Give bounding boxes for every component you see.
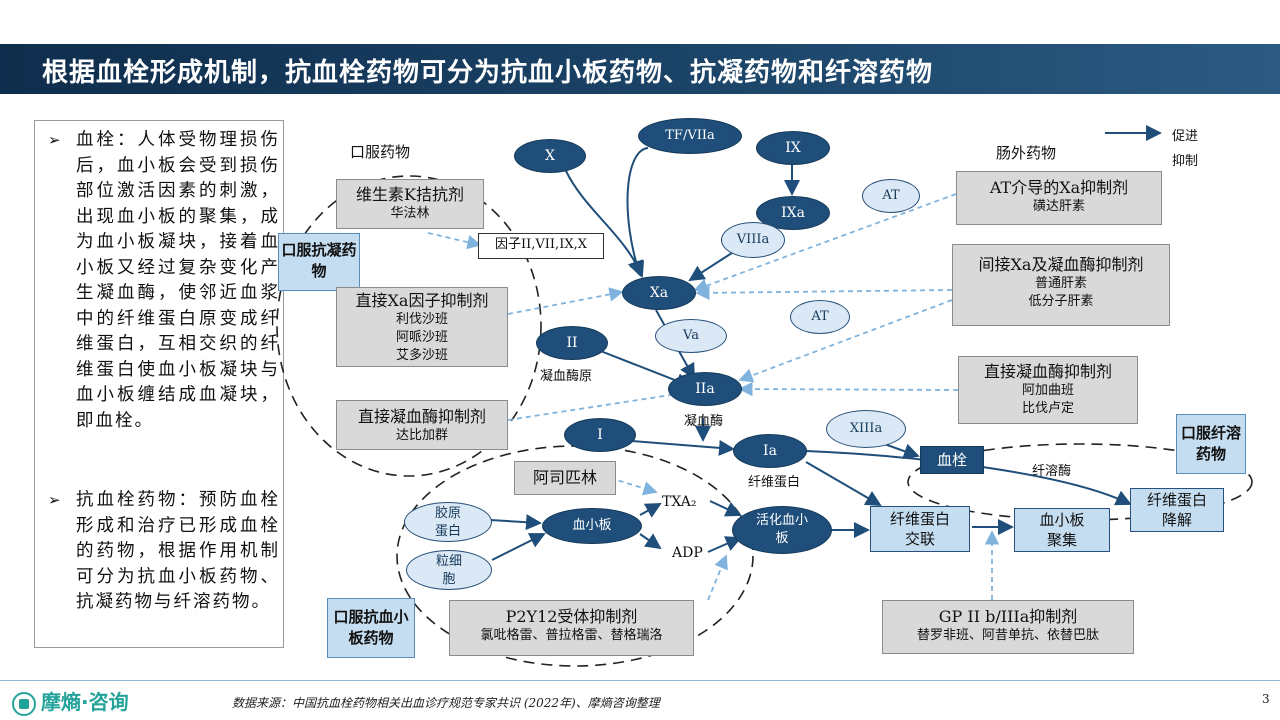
oral-antiplatelet-box: 口服抗血小板药物 [327, 598, 415, 658]
label-txa2: TXA₂ [662, 494, 697, 510]
node-collagen: 胶原蛋白 [404, 502, 492, 542]
indirect-inhibitor-box: 间接Xa及凝血酶抑制剂 普通肝素 低分子肝素 [952, 244, 1170, 326]
parenteral-drugs-label: 肠外药物 [996, 144, 1057, 162]
bullet-antithrombotic: ➢ 抗血栓药物：预防血栓形成和治疗已形成血栓的药物，根据作用机制可分为抗血小板药… [48, 490, 280, 612]
node-xiiia: XIIIa [826, 410, 906, 448]
node-iia: IIa [668, 372, 742, 406]
label-prothrombin: 凝血酶原 [540, 369, 593, 384]
node-ii: II [536, 326, 608, 360]
company-logo: 摩熵·咨询 [12, 686, 129, 716]
node-at-2: AT [790, 300, 850, 334]
node-x: X [514, 139, 586, 173]
direct-xa-box: 直接Xa因子抑制剂 利伐沙班 阿哌沙班 艾多沙班 [336, 287, 508, 367]
logo-icon [12, 691, 36, 716]
footer-divider [0, 680, 1280, 681]
vitk-antagonist-box: 维生素K拮抗剂华法林 [336, 179, 484, 229]
direct-thrombin-oral-box: 直接凝血酶抑制剂达比加群 [336, 400, 508, 450]
node-va: Va [655, 319, 727, 353]
bullet-thrombus: ➢ 血栓：人体受物理损伤后，血小板会受到损伤部位激活因素的刺激，出现血小板的聚集… [48, 130, 280, 431]
page-number: 3 [1262, 692, 1270, 706]
fibrin-degradation-box: 纤维蛋白降解 [1130, 488, 1224, 532]
node-viiia: VIIIa [721, 222, 785, 258]
p2y12-box: P2Y12受体抑制剂氯吡格雷、普拉格雷、替格瑞洛 [449, 600, 694, 656]
legend-promote: 促进 [1172, 129, 1199, 144]
aspirin-box: 阿司匹林 [514, 461, 616, 495]
at-xa-box: AT介导的Xa抑制剂磺达肝素 [956, 171, 1162, 225]
bullet-arrow-icon: ➢ [48, 131, 63, 149]
node-xa: Xa [622, 276, 696, 310]
label-thrombin: 凝血酶 [684, 414, 724, 429]
label-fibrinolysin: 纤溶酶 [1032, 464, 1072, 479]
node-tf-viia: TF/VIIa [638, 118, 742, 154]
gp-inhibitor-box: GP II b/IIIa抑制剂替罗非班、阿昔单抗、依替巴肽 [882, 600, 1134, 654]
label-fibrin: 纤维蛋白 [748, 475, 801, 490]
node-i: I [564, 418, 636, 452]
page-title: 根据血栓形成机制，抗血栓药物可分为抗血小板药物、抗凝药物和纤溶药物 [42, 58, 934, 88]
node-at-1: AT [862, 179, 920, 213]
title-bar: 根据血栓形成机制，抗血栓药物可分为抗血小板药物、抗凝药物和纤溶药物 [0, 44, 1280, 94]
node-activated-platelet: 活化血小板 [732, 506, 832, 554]
fibrin-crosslink-box: 纤维蛋白交联 [870, 506, 970, 552]
label-adp: ADP [672, 545, 703, 561]
node-ia: Ia [733, 434, 807, 468]
node-ix: IX [756, 131, 830, 165]
oral-drugs-label: 口服药物 [350, 143, 411, 161]
bullet-arrow-icon: ➢ [48, 491, 63, 509]
legend-inhibit: 抑制 [1172, 154, 1199, 169]
direct-thrombin-par-box: 直接凝血酶抑制剂 阿加曲班 比伐卢定 [958, 356, 1138, 424]
source-note: 数据来源：中国抗血栓药物相关出血诊疗规范专家共识 (2022年)、摩熵咨询整理 [232, 696, 660, 710]
thrombus-box: 血栓 [920, 446, 984, 474]
platelet-aggregation-box: 血小板聚集 [1014, 508, 1110, 552]
factors-box: 因子II,VII,IX,X [478, 233, 604, 259]
left-text-panel [34, 120, 284, 648]
oral-fibrinolytic-box: 口服纤溶药物 [1176, 414, 1246, 474]
node-platelet: 血小板 [542, 508, 642, 544]
oral-anticoag-box: 口服抗凝药物 [278, 233, 360, 291]
oral-anticoag-region [276, 175, 542, 477]
node-granulocyte: 粒细胞 [406, 550, 492, 590]
